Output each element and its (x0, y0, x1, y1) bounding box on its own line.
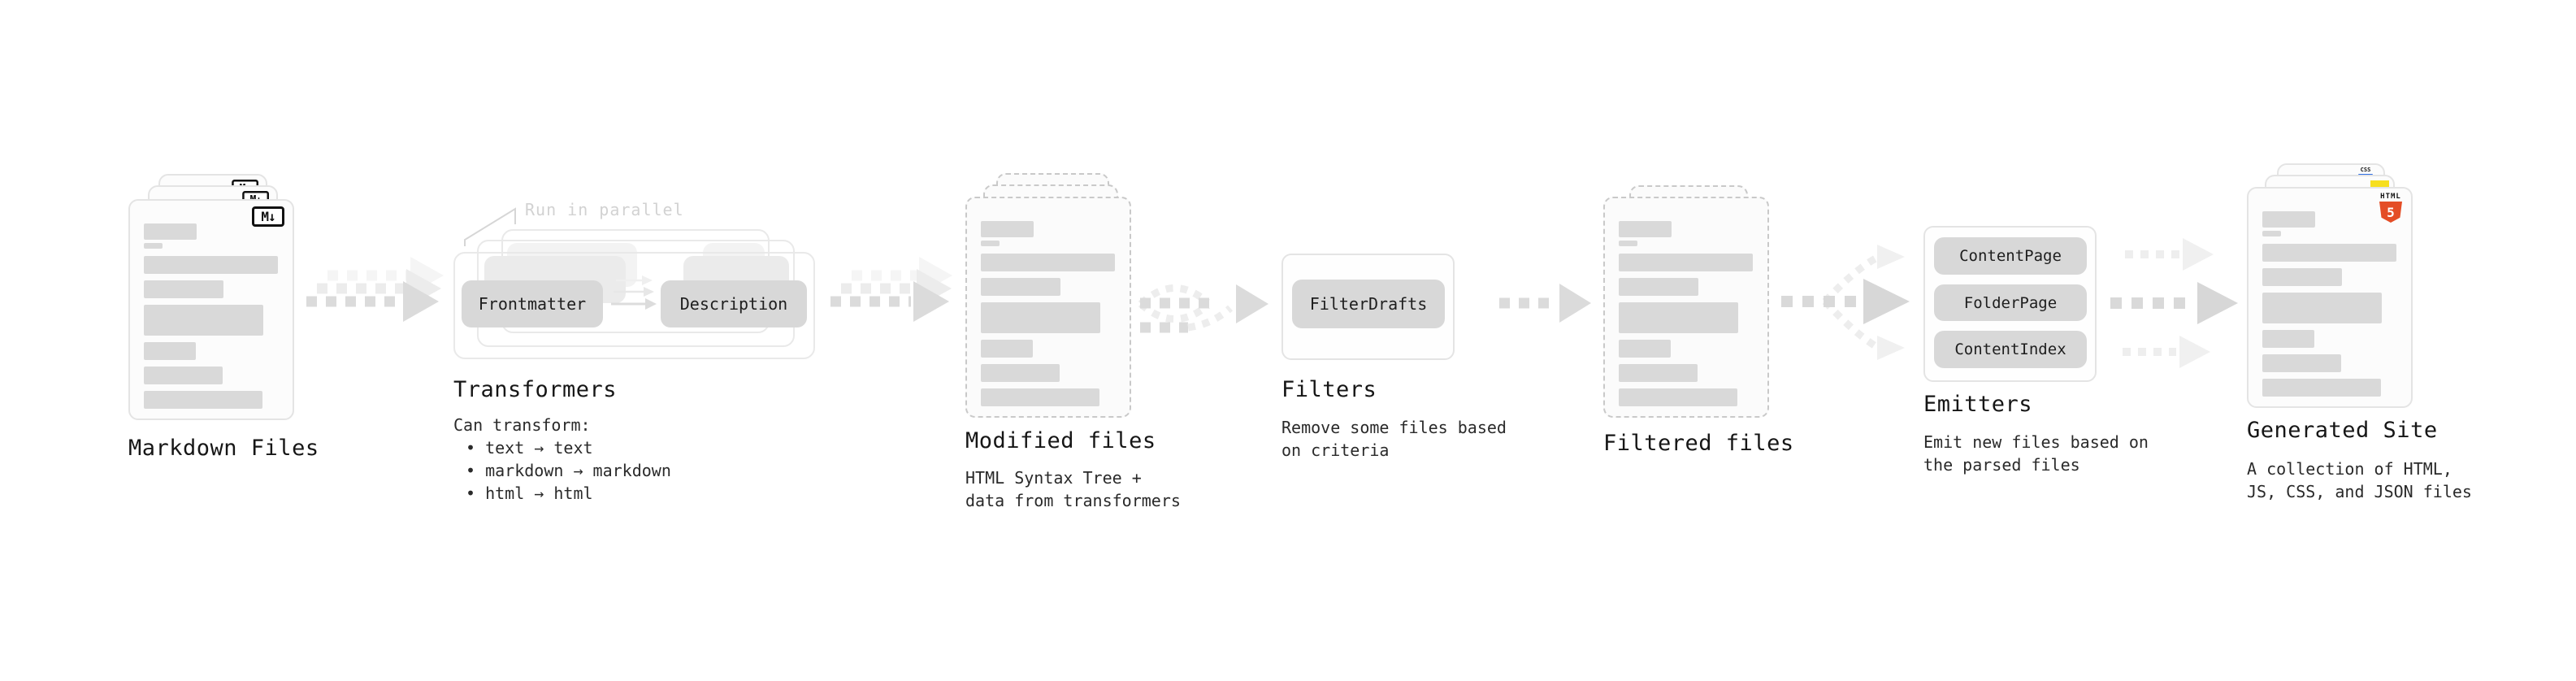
skeleton-bar (1619, 241, 1637, 246)
skeleton-bar (2262, 354, 2341, 372)
skeleton-bar (144, 367, 223, 384)
skeleton-bar (1619, 254, 1753, 271)
caption-line: JS, CSS, and JSON files (2247, 482, 2472, 501)
html5-icon-shield: 5 (2379, 202, 2402, 223)
modified-files-caption: HTML Syntax Tree + data from transformer… (965, 466, 1181, 512)
connector-emitters-to-generated (2110, 238, 2238, 368)
skeleton-bar (2262, 379, 2381, 397)
caption-line: A collection of HTML, (2247, 459, 2452, 479)
skeleton-bar (981, 254, 1115, 271)
document-card (965, 197, 1131, 418)
skeleton-bar (144, 305, 263, 336)
pill-frontmatter: Frontmatter (462, 280, 603, 327)
node-title-transformers: Transformers (453, 377, 618, 402)
skeleton-bar (144, 391, 262, 409)
transformers-caption: Can transform: • text → text • markdown … (453, 414, 671, 505)
connector-filters-to-filtered (1499, 284, 1591, 323)
skeleton-bar (144, 256, 278, 274)
css-icon-label: CSS (2360, 167, 2371, 173)
javascript-icon (2370, 180, 2389, 189)
skeleton-bar (144, 342, 196, 360)
pill-description: Description (661, 280, 807, 327)
html5-icon-number: 5 (2387, 204, 2395, 220)
caption-bullet: • text → text (466, 438, 593, 458)
skeleton-bar (981, 278, 1060, 296)
skeleton-bar (144, 243, 163, 249)
html5-icon-word: HTML (2380, 193, 2401, 201)
pill-contentpage: ContentPage (1934, 237, 2087, 275)
skeleton-bar (2262, 293, 2382, 323)
skeleton-bar (2262, 330, 2314, 348)
skeleton-bar (2262, 211, 2315, 228)
skeleton-bar (1619, 278, 1698, 296)
skeleton-bar (981, 221, 1034, 237)
caption-line: the parsed files (1923, 455, 2080, 475)
caption-line: Emit new files based on (1923, 432, 2149, 452)
caption-line: Remove some files based (1281, 418, 1507, 437)
connector-modified-to-filters (1138, 284, 1268, 333)
node-title-filtered-files: Filtered files (1603, 431, 1794, 456)
connector-transformers-to-modified (830, 257, 952, 322)
skeleton-bar (1619, 302, 1738, 333)
document-card (1603, 197, 1769, 418)
document-card: HTML 5 (2247, 187, 2413, 408)
skeleton-bar (981, 388, 1099, 406)
markdown-icon: M↓ (252, 206, 284, 227)
skeleton-bar (1619, 388, 1737, 406)
skeleton-bar (2262, 231, 2281, 236)
markdown-icon-label: M↓ (261, 209, 275, 224)
caption-line: data from transformers (965, 491, 1181, 510)
caption-line: HTML Syntax Tree + (965, 468, 1142, 488)
skeleton-bar (2262, 268, 2342, 286)
skeleton-bar (981, 302, 1100, 333)
connector-filtered-to-emitters (1781, 245, 1910, 360)
caption-bullet: • markdown → markdown (466, 461, 671, 480)
emitters-caption: Emit new files based on the parsed files (1923, 431, 2149, 476)
caption-line: on criteria (1281, 440, 1390, 460)
html5-icon: HTML 5 (2378, 193, 2404, 223)
transformer-layer-card (453, 252, 815, 359)
skeleton-bar (1619, 340, 1671, 358)
skeleton-bar (981, 340, 1033, 358)
node-title-filters: Filters (1281, 377, 1377, 402)
node-title-modified-files: Modified files (965, 428, 1156, 453)
skeleton-bar (981, 364, 1060, 382)
filters-caption: Remove some files based on criteria (1281, 416, 1507, 462)
document-card: M↓ (128, 199, 294, 420)
node-title-markdown-files: Markdown Files (128, 436, 319, 461)
skeleton-bar (144, 280, 223, 298)
skeleton-bar (144, 223, 197, 240)
node-title-emitters: Emitters (1923, 392, 2033, 417)
pill-filterdrafts: FilterDrafts (1292, 280, 1445, 328)
generated-site-caption: A collection of HTML, JS, CSS, and JSON … (2247, 458, 2472, 503)
pill-contentindex: ContentIndex (1934, 331, 2087, 368)
skeleton-bar (1619, 364, 1698, 382)
caption-line: Can transform: (453, 415, 591, 435)
run-in-parallel-annotation: Run in parallel (525, 200, 684, 219)
connector-markdown-to-transformers (306, 257, 444, 322)
skeleton-bar (1619, 221, 1672, 237)
node-title-generated-site: Generated Site (2247, 418, 2438, 443)
skeleton-bar (981, 241, 1000, 246)
caption-bullet: • html → html (466, 484, 593, 503)
skeleton-bar (2262, 244, 2396, 262)
pill-folderpage: FolderPage (1934, 284, 2087, 321)
